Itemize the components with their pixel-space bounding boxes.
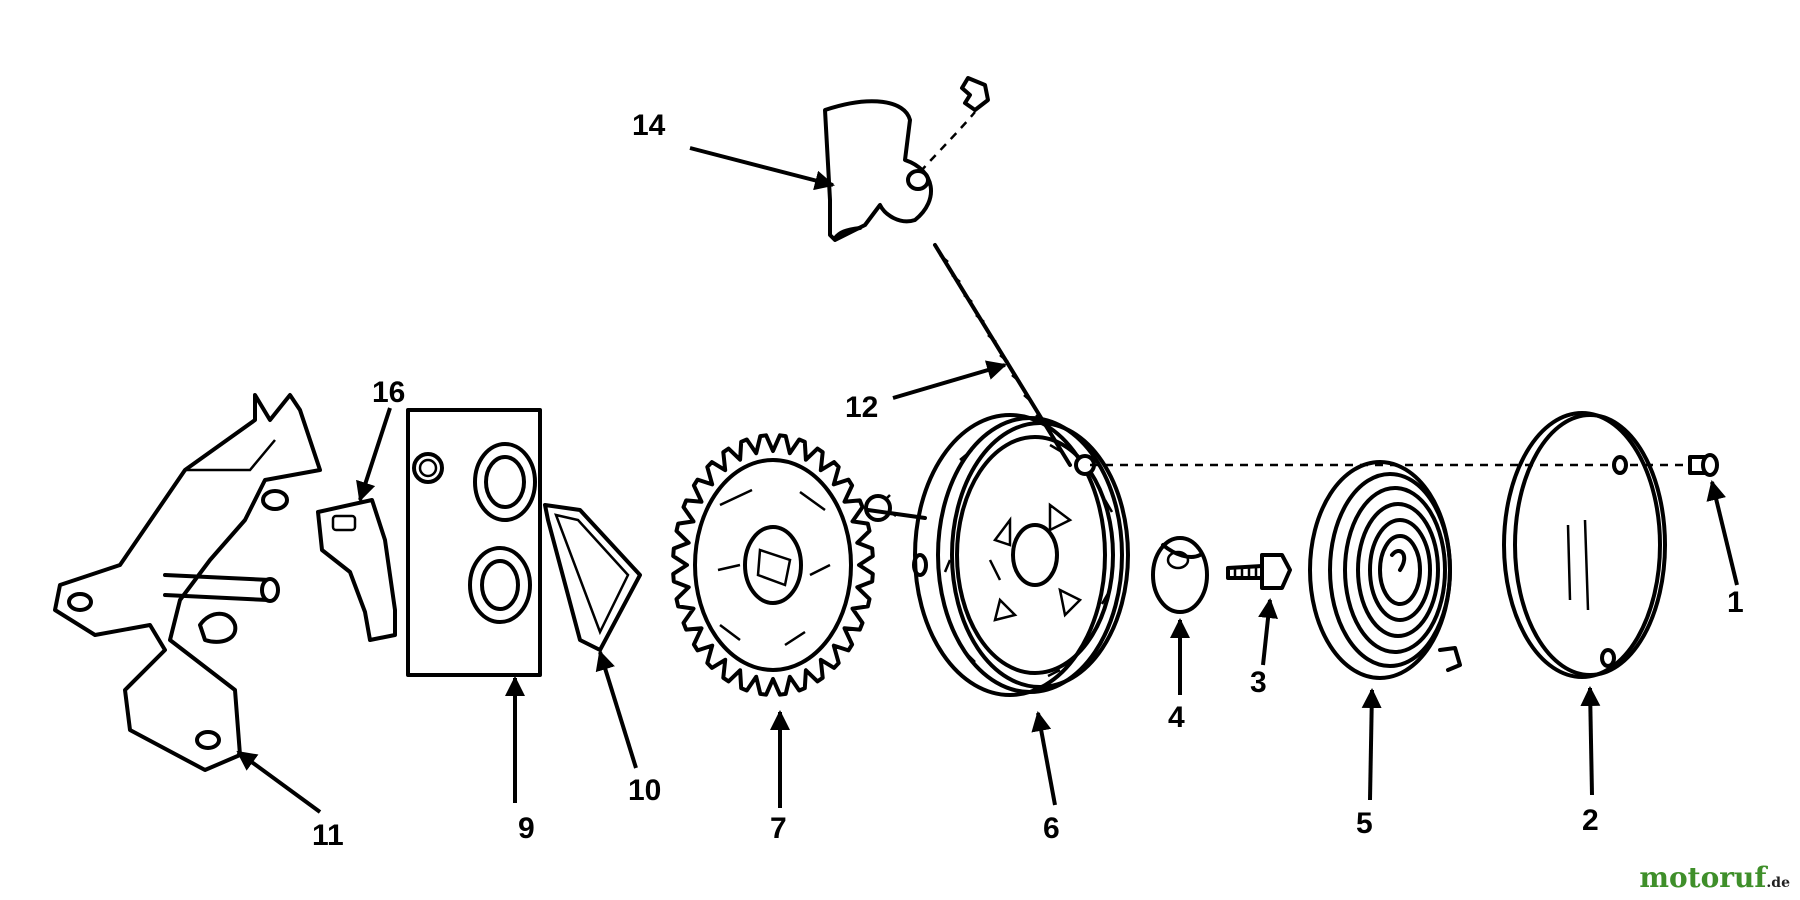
leader-lines (236, 146, 1739, 814)
part-1-cover-screw (1688, 453, 1719, 477)
part-2-cover (1502, 411, 1667, 679)
part-5-recoil-spring (1308, 460, 1462, 680)
callout-11: 11 (312, 819, 344, 852)
callout-6: 6 (1043, 812, 1060, 845)
watermark-logo: motoruf.de (1639, 861, 1790, 894)
callout-4: 4 (1168, 701, 1185, 734)
part-12-starter-rope (933, 243, 1072, 467)
callout-12: 12 (845, 391, 878, 424)
callout-9: 9 (518, 812, 535, 845)
part-11-bracket (53, 393, 322, 772)
callout-5: 5 (1356, 807, 1373, 840)
part-16-pawl (316, 498, 397, 642)
part-6-pulley (912, 413, 1130, 697)
part-3-screw (1226, 553, 1292, 590)
callout-16: 16 (372, 376, 405, 409)
part-10-spring-clip (543, 503, 642, 652)
part-7-ratchet-gear (671, 433, 875, 697)
part-4-bushing (1151, 536, 1209, 614)
callout-10: 10 (628, 774, 661, 807)
pulley-axle-pin (864, 494, 927, 522)
part-14-starter-handle (823, 76, 990, 242)
callout-3: 3 (1250, 666, 1267, 699)
callout-labels: 1 2 3 4 5 6 7 9 10 11 12 14 16 (312, 109, 1744, 852)
callout-14: 14 (632, 109, 666, 142)
callout-7: 7 (770, 812, 787, 845)
callout-1: 1 (1727, 586, 1744, 619)
part-9-retainer-plate (406, 408, 542, 677)
callout-2: 2 (1582, 804, 1599, 837)
